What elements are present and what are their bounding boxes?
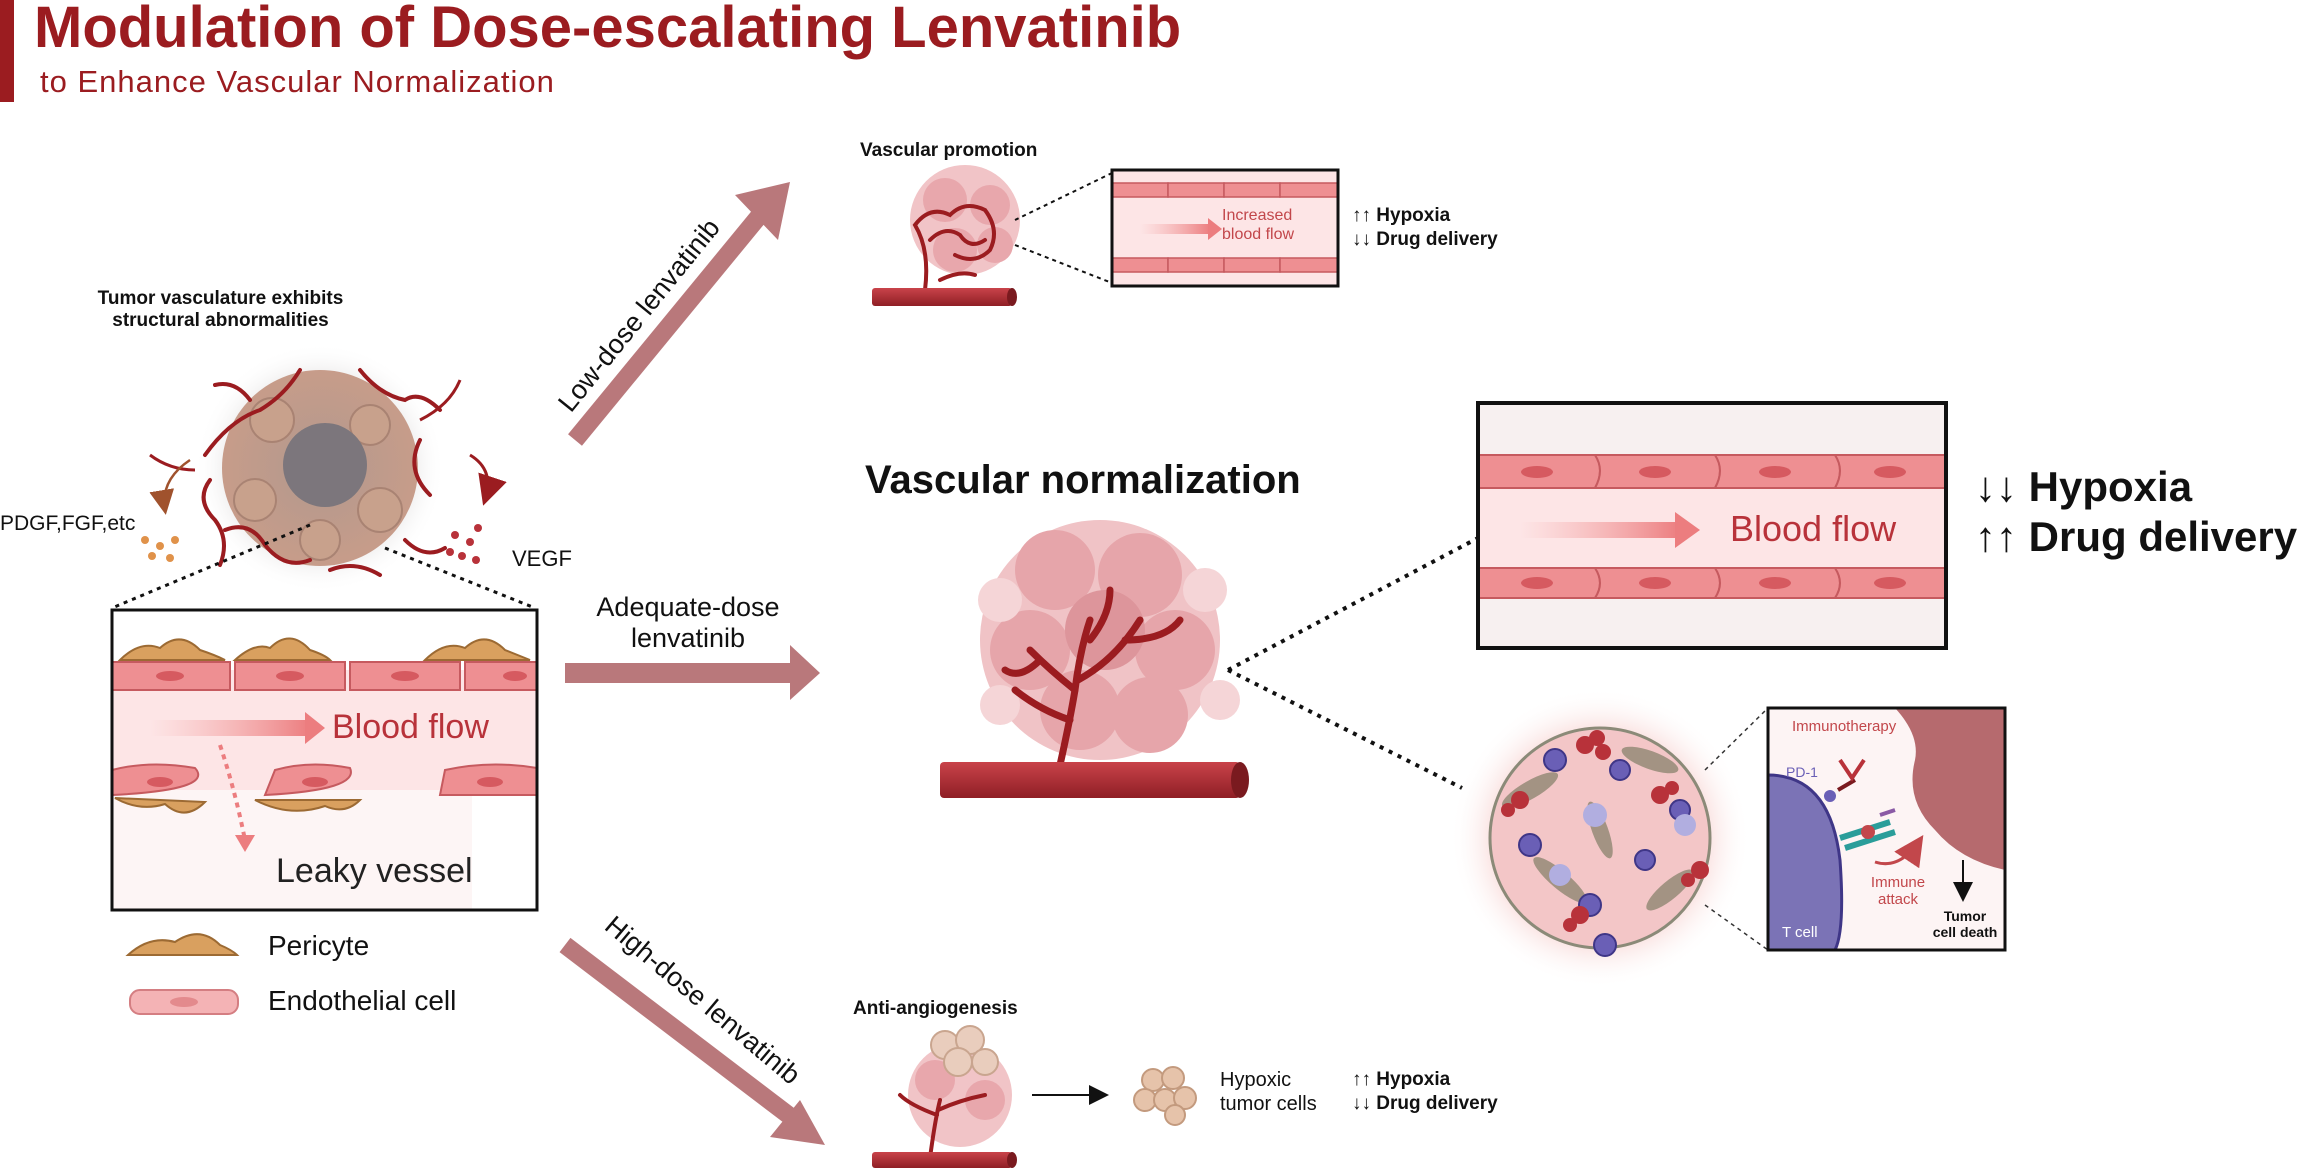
top-effects: ↑↑ Hypoxia ↓↓ Drug delivery [1352,204,1498,252]
top-effect-hypoxia: ↑↑ Hypoxia [1352,205,1451,226]
adequate-dose-label: Adequate-dose lenvatinib [588,592,788,654]
normalized-flow-label: Blood flow [1730,508,1897,549]
pericyte-icon [125,933,240,956]
middle-effect-drug-delivery: ↑↑ Drug delivery [1975,513,2298,560]
immune-attack-line2: attack [1877,891,1919,908]
vegf-dots [446,524,482,564]
vascular-promotion-illustration [872,165,1020,306]
leaky-vessel-inset [110,608,539,912]
normalized-tumor-illustration [940,520,1249,798]
tumor-cell-death-label: Tumor cell death [1930,908,2000,940]
legend-pericyte-label: Pericyte [268,930,370,961]
page-subtitle: to Enhance Vascular Normalization [40,64,555,99]
middle-effects: ↓↓ Hypoxia ↑↑ Drug delivery [1975,462,2297,562]
increased-flow-inset [1110,168,1340,288]
anti-angiogenesis-heading: Anti-angiogenesis [853,998,1018,1019]
increased-flow-line1: Increased [1222,207,1293,224]
increased-flow-label: Increased blood flow [1222,206,1294,244]
tumor-caption-line1: Tumor vasculature exhibits [97,288,344,309]
pd1-label: PD-1 [1786,764,1818,780]
bottom-effects: ↑↑ Hypoxia ↓↓ Drug delivery [1352,1068,1498,1116]
increased-flow-line2: blood flow [1222,226,1295,243]
page-title: Modulation of Dose-escalating Lenvatinib [34,0,1182,60]
tumor-cell-death-line1: Tumor [1943,908,1987,924]
abnormal-tumor-illustration [149,343,462,593]
legend-endothelial-label: Endothelial cell [268,985,457,1016]
immunotherapy-inset [1766,706,2007,952]
inset-flow-label: Blood flow [332,708,489,746]
anti-angiogenesis-illustration [872,1025,1017,1168]
immunotherapy-label: Immunotherapy [1792,718,1897,735]
title-accent-bar [0,0,14,102]
vascular-normalization-heading: Vascular normalization [865,458,1301,502]
pdgf-label: PDGF,FGF,etc [0,512,136,535]
pdgf-release-arrow [149,458,191,515]
hypoxic-tumor-cells-label: Hypoxic tumor cells [1220,1068,1317,1116]
vascular-promotion-heading: Vascular promotion [860,140,1038,161]
adequate-dose-line2: lenvatinib [630,623,746,653]
tumor-caption-line2: structural abnormalities [112,310,329,331]
bottom-effect-drug-delivery: ↓↓ Drug delivery [1352,1093,1498,1114]
adequate-dose-line1: Adequate-dose [596,592,780,622]
tumor-microenvironment-illustration [1450,688,1750,988]
low-dose-arrow [568,182,790,446]
hypoxic-tumor-cells-icon [1133,1066,1197,1126]
hypoxic-line2: tumor cells [1220,1093,1317,1115]
immune-attack-line1: Immune [1870,874,1926,891]
bottom-effect-hypoxia: ↑↑ Hypoxia [1352,1069,1451,1090]
normalized-vessel-inset [1476,401,1948,650]
leaky-vessel-label: Leaky vessel [276,852,473,890]
tumor-cell-death-line2: cell death [1932,924,1998,940]
pdgf-dots [141,536,179,562]
high-dose-arrow [559,937,825,1145]
middle-effect-hypoxia: ↓↓ Hypoxia [1975,463,2193,510]
tumor-caption: Tumor vasculature exhibits structural ab… [88,288,353,332]
tcell-label: T cell [1782,924,1818,941]
vegf-release-arrow [469,453,507,506]
vegf-label: VEGF [512,546,572,571]
top-effect-drug-delivery: ↓↓ Drug delivery [1352,229,1498,250]
hypoxic-line1: Hypoxic [1220,1069,1292,1091]
immune-attack-label: Immune attack [1868,874,1928,908]
adequate-dose-arrow [565,645,820,700]
